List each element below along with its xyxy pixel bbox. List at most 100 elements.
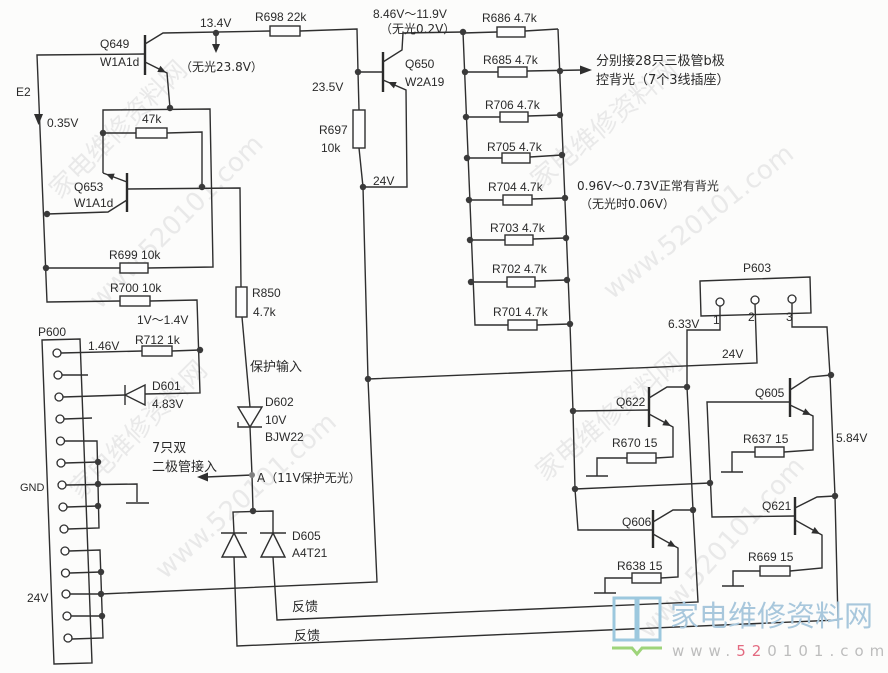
q650-collector-voltage: 8.46V～11.9V: [373, 7, 447, 21]
r637-label: R637 15: [743, 432, 789, 446]
wire-p600-gnd: [65, 483, 138, 502]
wire-47k-right: [166, 131, 203, 187]
ladder-resistor-label: R704 4.7k: [488, 180, 544, 194]
junction-node: [558, 151, 566, 159]
q649-stage: [34, 25, 301, 407]
wire-feedback-upper: [272, 306, 721, 621]
wire-r670-gnd: [596, 457, 627, 476]
q606-stage: [594, 509, 693, 594]
wire: [532, 237, 567, 240]
r697-ref-label: R697: [319, 123, 348, 137]
d601-voltage: 4.83V: [152, 397, 183, 411]
junction-node: [461, 68, 469, 76]
ladder-right-rail: [557, 28, 653, 531]
resistor-ladder: [462, 26, 653, 531]
ladder-resistor-label: R686 4.7k: [482, 11, 538, 25]
junction-node: [212, 29, 220, 37]
resistor-r638: [631, 572, 662, 584]
junction-node: [465, 196, 473, 204]
junction-node: [689, 506, 697, 514]
wire-24v-bus: [70, 186, 378, 595]
d602-voltage: 10V: [265, 413, 286, 427]
p600-pin1-voltage: 1.46V: [88, 339, 119, 353]
arrow-left-icon: [197, 472, 208, 482]
q621-stage: [722, 495, 836, 587]
ladder-left-rail: [462, 31, 508, 326]
d602-model: BJW22: [265, 430, 304, 444]
junction-node: [467, 278, 475, 286]
junction-node: [563, 276, 571, 284]
p600-pin: [55, 414, 65, 424]
junction-node: [98, 612, 106, 620]
d605-ref-label: D605: [292, 529, 321, 543]
r697-value-label: 10k: [321, 141, 341, 155]
q653-model-label: W1A1d: [74, 196, 113, 210]
wire-r712: [171, 349, 201, 352]
junction-node: [42, 264, 50, 272]
q649-collector: [144, 30, 271, 45]
q621-ref-label: Q621: [762, 499, 792, 513]
diode-d605-right: [259, 531, 287, 558]
logo-url-suffix: 0101.com: [767, 642, 888, 660]
current-arrow-icon: [34, 114, 43, 125]
q650-collector: [382, 31, 464, 63]
p600-pin: [63, 633, 73, 643]
p603-pin-number: 2: [748, 310, 755, 324]
connector-p600: [41, 338, 149, 665]
junction-node: [569, 407, 577, 415]
wire: [529, 154, 563, 158]
wire-p600-pin8: [66, 505, 99, 508]
wire-left-bus: [36, 53, 146, 303]
emitter-arrow-icon: [811, 527, 820, 534]
d605-model: A4T21: [292, 546, 328, 560]
logo-url-prefix: www.: [672, 642, 736, 660]
ladder-output-note-2: 控背光（7个3线插座）: [596, 73, 730, 88]
wire-24v-p603: [367, 303, 758, 380]
junction-node: [94, 502, 102, 510]
junction-node: [359, 183, 367, 191]
q653-ref-label: Q653: [74, 180, 104, 194]
resistor-r686: [496, 26, 526, 38]
zener-d602-cathode: [237, 422, 262, 428]
wire-r697-top: [357, 71, 360, 111]
resistor-r670: [626, 452, 657, 464]
q605-ref-label: Q605: [755, 386, 785, 400]
q649-emitter: [144, 61, 171, 109]
site-logo: 家电维修资料网 www.520101.com: [612, 596, 888, 660]
p600-pin: [54, 392, 64, 402]
p600-24v-label: 24V: [27, 591, 48, 605]
p603-pin2-voltage: 24V: [722, 347, 743, 361]
r700-voltage: 1V～1.4V: [137, 313, 188, 327]
logo-url-highlight: 52: [736, 642, 767, 660]
p600-pin: [59, 524, 69, 534]
junction-node: [94, 480, 102, 488]
p600-pin: [57, 480, 67, 490]
e2-voltage: 0.35V: [47, 116, 78, 130]
junction-node: [463, 154, 471, 162]
p600-pin: [60, 546, 70, 556]
resistor-r637: [754, 446, 785, 458]
p603-pin-2: [750, 295, 760, 305]
q606-collector: [652, 509, 693, 523]
resistor-r698: [269, 25, 301, 37]
wire-r700-d601: [144, 299, 201, 395]
junction-node: [683, 383, 691, 391]
emitter-arrow-icon: [802, 408, 811, 415]
diode-d601: [123, 383, 146, 407]
emitter-arrow-icon: [157, 65, 166, 73]
p600-pin: [60, 568, 71, 578]
wire: [462, 31, 498, 34]
p603-pin-3: [787, 294, 797, 304]
q653-base-wire: [126, 187, 242, 288]
logo-site-name: 家电维修资料网: [670, 599, 873, 633]
wire-output: [526, 69, 583, 72]
q650-ref-label: Q650: [405, 57, 435, 71]
p600-pin: [62, 611, 72, 621]
junction-node: [99, 129, 107, 137]
ladder-output-note-1: 分别接28只三极管b极: [596, 53, 725, 69]
junction-node: [556, 67, 564, 75]
watermark-diagonal-name: 家电维修资料网: [64, 355, 214, 505]
r670-label: R670 15: [612, 436, 658, 450]
node-a: [249, 472, 255, 478]
